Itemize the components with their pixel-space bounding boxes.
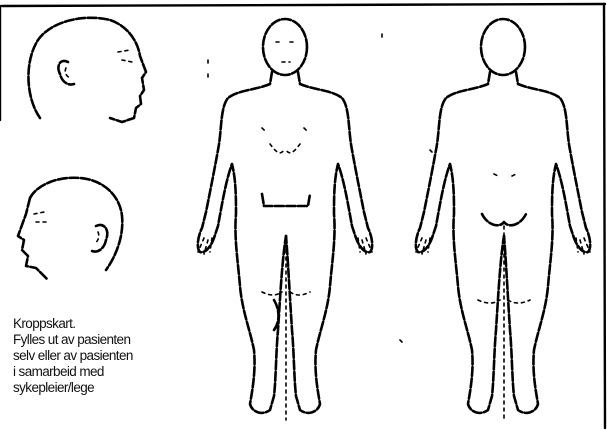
right-border-line <box>604 4 605 428</box>
caption: Kroppskart. Fylles ut av pasienten selv … <box>13 316 173 396</box>
body-back-view <box>416 19 590 418</box>
head-left-profile <box>18 178 122 280</box>
caption-line: i samarbeid med <box>13 364 173 380</box>
scan-mark <box>430 150 432 152</box>
caption-line: Fylles ut av pasienten <box>13 332 173 348</box>
top-border-line <box>2 4 605 6</box>
caption-line: selv eller av pasienten <box>13 348 173 364</box>
caption-title: Kroppskart. <box>13 316 173 332</box>
body-front-view <box>198 19 372 420</box>
caption-line: sykepleier/lege <box>13 380 173 396</box>
head-right-profile <box>28 18 146 122</box>
scan-mark <box>400 340 402 342</box>
